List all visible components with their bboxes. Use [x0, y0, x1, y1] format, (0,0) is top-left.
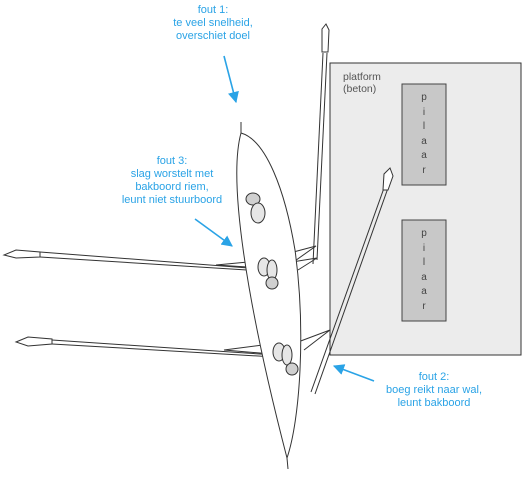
- pillar-top-letter: p: [421, 92, 427, 103]
- platform-label-line2: (beton): [343, 83, 377, 95]
- arrow-fout3: [194, 218, 233, 247]
- fout3-line2: slag worstelt met: [130, 168, 214, 180]
- fout2-line1: fout 2:: [418, 371, 450, 383]
- platform-label: platform (beton): [343, 71, 381, 95]
- pillar-top-letter: a: [421, 150, 427, 161]
- oar-left-upper: [2, 249, 263, 272]
- pillar-top-letter: r: [422, 164, 426, 176]
- pillar-top-letter: l: [422, 121, 426, 132]
- oar-reaching-shore: [310, 167, 394, 395]
- pillar-bottom-label: p i l a a r: [402, 227, 446, 314]
- annotation-fout2: fout 2: boeg reikt naar wal, leunt bakbo…: [375, 371, 493, 410]
- arrow-fout1: [223, 55, 239, 104]
- fout3-line3: bakboord riem,: [135, 181, 209, 193]
- fout1-line1: fout 1:: [197, 4, 229, 16]
- rower-stroke: [272, 342, 299, 376]
- oar-top-right: [312, 23, 330, 265]
- fout1-line3: overschiet doel: [176, 30, 250, 42]
- rower-top: [245, 192, 266, 224]
- pillar-bottom-letter: a: [421, 286, 427, 297]
- fout2-line3: leunt bakboord: [397, 397, 471, 409]
- fout3-line1: fout 3:: [156, 155, 188, 167]
- fout1-line2: te veel snelheid,: [173, 17, 253, 29]
- oar-left-lower: [14, 336, 276, 358]
- pillar-bottom-letter: r: [422, 300, 426, 312]
- arrow-fout2: [332, 364, 375, 382]
- pillar-top: [401, 83, 447, 186]
- annotation-fout3: fout 3: slag worstelt met bakboord riem,…: [112, 155, 232, 207]
- pillar-bottom-letter: l: [422, 257, 426, 268]
- platform-label-line1: platform: [343, 71, 381, 83]
- pillar-bottom-letter: a: [421, 271, 427, 283]
- pillar-bottom: [401, 219, 447, 322]
- pillar-bottom-letter: i: [422, 242, 426, 254]
- fout3-line4: leunt niet stuurboord: [121, 194, 223, 206]
- rower-middle: [257, 257, 279, 290]
- pillar-bottom-letter: p: [421, 228, 427, 239]
- fout2-line2: boeg reikt naar wal,: [386, 384, 482, 396]
- pillar-top-label: p i l a a r: [402, 91, 446, 178]
- pillar-top-letter: i: [422, 106, 426, 118]
- pillar-top-letter: a: [421, 135, 427, 147]
- boat-hull: [236, 122, 302, 470]
- annotation-fout1: fout 1: te veel snelheid, overschiet doe…: [168, 4, 258, 43]
